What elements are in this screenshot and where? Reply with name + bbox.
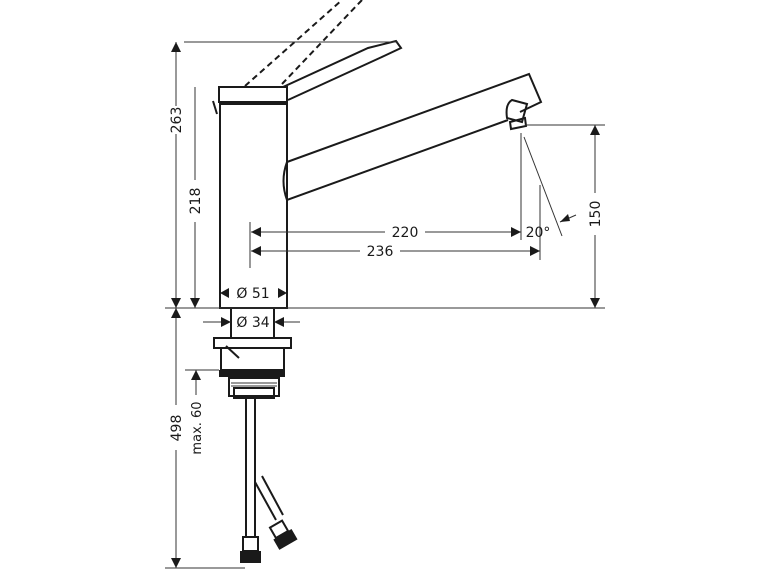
faucet-body	[219, 103, 288, 309]
aerator	[505, 98, 529, 131]
mounting-nut	[228, 377, 280, 397]
label-150: 150	[588, 201, 604, 228]
lever-handle	[219, 39, 403, 101]
label-220: 220	[392, 225, 419, 241]
lever-open-position-dashed	[244, 0, 363, 87]
faucet-outline	[212, 0, 543, 563]
label-498: 498	[169, 415, 185, 442]
spray-angle-line	[523, 136, 563, 237]
gasket	[219, 370, 285, 377]
dimension-labels: 263 218 220 236 20° 150 Ø 51 Ø 34 498 ma…	[169, 107, 604, 455]
body-cap	[218, 86, 288, 103]
label-236: 236	[367, 244, 394, 260]
cap-slot	[212, 100, 218, 115]
label-218: 218	[188, 188, 204, 215]
label-max-60: max. 60	[190, 401, 205, 454]
dim-max60	[185, 369, 219, 395]
label-diameter-34: Ø 34	[236, 315, 269, 331]
flange-clip	[225, 345, 240, 359]
supply-hose-angled	[254, 475, 284, 521]
supply-hose	[245, 398, 256, 537]
hose-nut-left	[240, 551, 261, 563]
spout	[282, 72, 543, 202]
nut-thread	[231, 382, 277, 387]
dimension-lines	[165, 41, 605, 569]
label-263: 263	[169, 107, 185, 134]
label-20-degrees: 20°	[526, 225, 551, 241]
hose-fitting-right	[268, 519, 298, 550]
hose-fitting-left	[242, 536, 259, 552]
label-diameter-51: Ø 51	[236, 286, 269, 302]
